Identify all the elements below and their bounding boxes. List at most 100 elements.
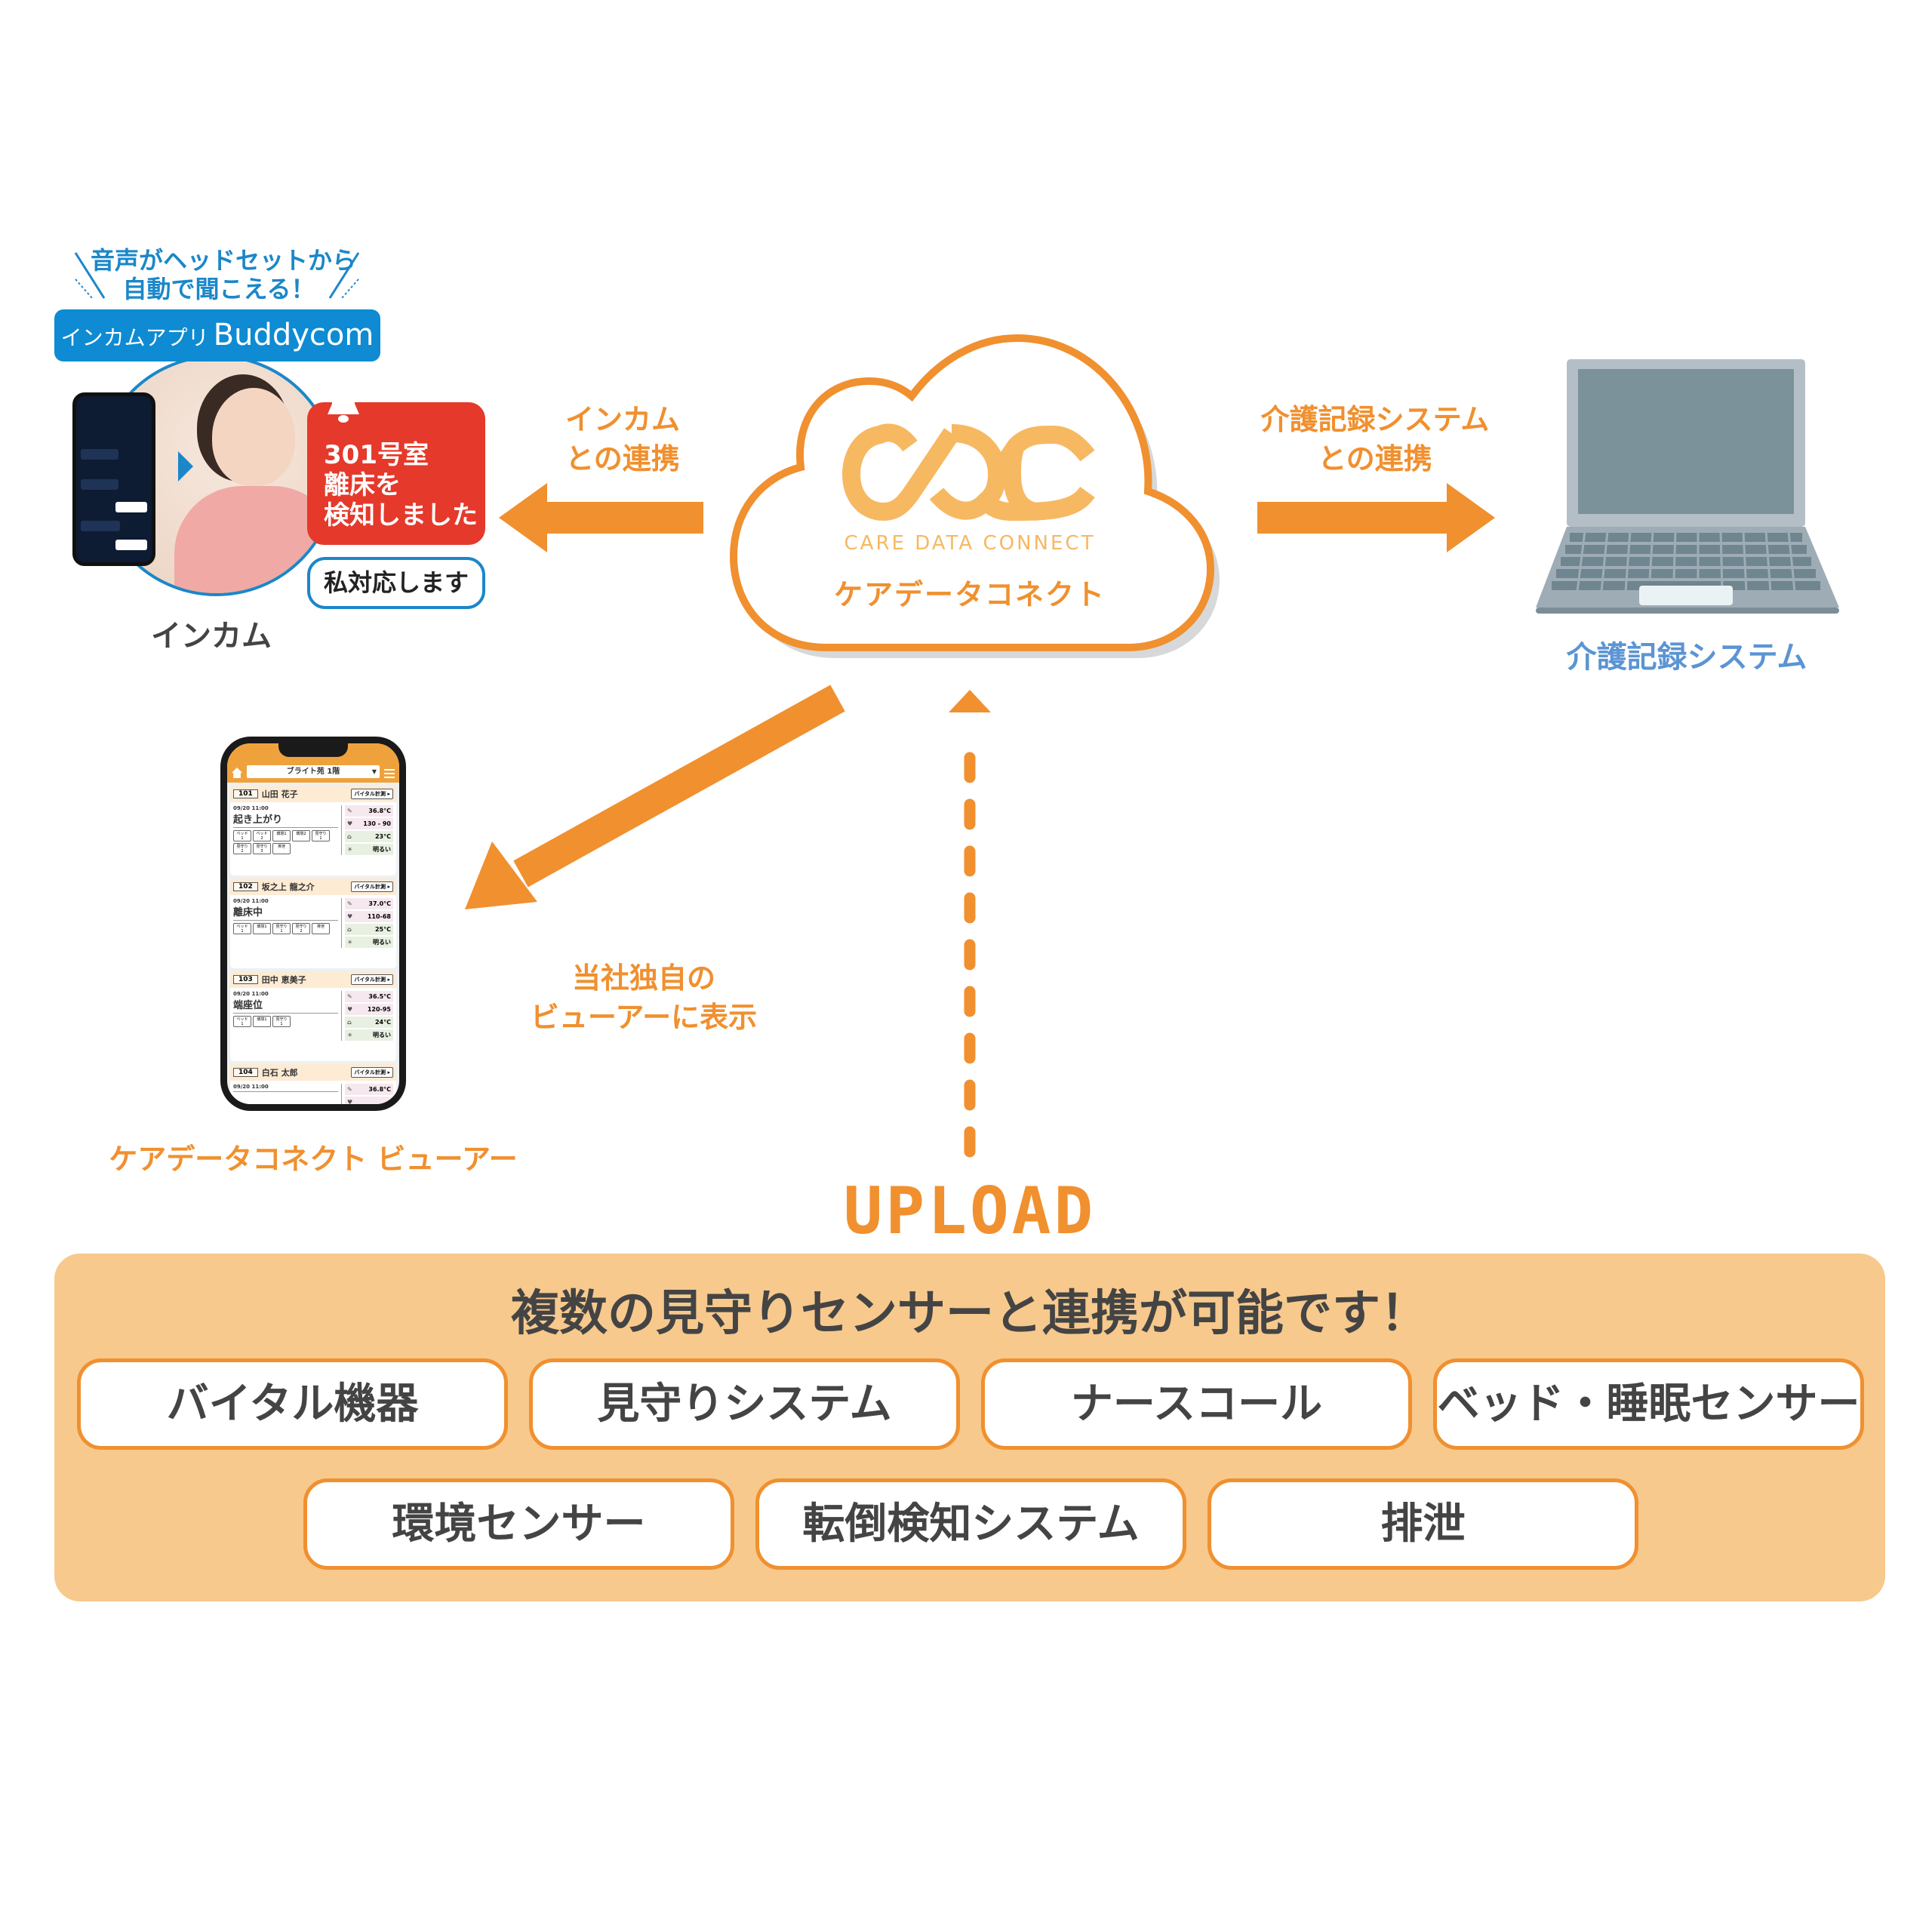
room-number: 101 [233, 789, 258, 798]
vital-measure-button[interactable]: バイタル計測 ▸ [351, 1067, 393, 1078]
light-level: 明るい [373, 939, 391, 946]
heart-icon: ♥ [347, 1006, 353, 1013]
play-triangle-icon [178, 451, 193, 481]
alert-line-1: 301号室 [324, 440, 429, 470]
resident-card[interactable]: 104 白石 太郎 バイタル計測 ▸ 09/20 11:00 ✎36.8°C ♥… [230, 1064, 396, 1104]
sensor-tag: ベッド1 [233, 923, 251, 934]
intercom-label: インカム [151, 619, 272, 654]
vital-measure-button[interactable]: バイタル計測 ▸ [351, 974, 393, 985]
resident-name: 山田 花子 [261, 789, 298, 799]
vital-measure-button[interactable]: バイタル計測 ▸ [351, 881, 393, 892]
light-row: ☀ 明るい [345, 1029, 393, 1041]
records-link-line-2: との連携 [1318, 442, 1432, 475]
cdc-logo-icon [841, 423, 1095, 521]
sensor-tag: 見守り2 [233, 843, 251, 854]
sensor-tag: 環境1 [253, 1016, 271, 1027]
blood-pressure-row: ♥120-95 [345, 1004, 393, 1015]
blood-pressure: 110-68 [367, 913, 391, 920]
intercom-link-label: インカム との連携 [513, 400, 732, 478]
resident-card[interactable]: 101 山田 花子 バイタル計測 ▸ 09/20 11:00 起き上がり ベッド… [230, 786, 396, 875]
thermometer-icon: ✎ [347, 808, 352, 814]
resident-card[interactable]: 103 田中 恵美子 バイタル計測 ▸ 09/20 11:00 端座位 ベッド1… [230, 971, 396, 1061]
resident-name: 田中 恵美子 [261, 975, 306, 985]
upload-label: UPLOAD [843, 1174, 1097, 1249]
sensor-vital: バイタル機器 [77, 1358, 508, 1450]
vitals-column: ✎37.0°C ♥110-68 ⌂25°C ☀明るい [342, 898, 393, 948]
blood-pressure-row: ♥110-68 [345, 911, 393, 922]
arrow-to-intercom [499, 483, 703, 552]
vital-measure-button[interactable]: バイタル計測 ▸ [351, 789, 393, 799]
sensors-panel: 複数の見守りセンサーと連携が可能です！ バイタル機器 見守りシステム ナースコー… [54, 1254, 1885, 1601]
body-temp: 37.0°C [368, 900, 391, 907]
light-row: ☀ 明るい [345, 937, 393, 948]
tagline-line-2: 自動で聞こえる！ [122, 275, 315, 303]
room-temp-row: ⌂23°C [345, 831, 393, 842]
vitals-column: ✎ 36.5°C ♥120-95 ⌂ 24°C ☀ 明るい [342, 991, 393, 1041]
sensor-tag: 環境1 [253, 923, 271, 934]
room-number: 103 [233, 975, 258, 984]
sensor-tag: 排泄 [312, 923, 330, 934]
house-icon: ⌂ [347, 926, 352, 933]
resident-name: 坂之上 龍之介 [261, 882, 315, 892]
status-time: 09/20 11:00 [233, 805, 269, 811]
blood-pressure-row: ♥ [345, 1097, 393, 1104]
nurse-head [212, 388, 295, 486]
room-temp-row: ⌂ 24°C [345, 1017, 393, 1028]
resident-list: 101 山田 花子 バイタル計測 ▸ 09/20 11:00 起き上がり ベッド… [227, 786, 399, 1104]
viewer-link-label: 当社独自の ビューアーに表示 [508, 958, 780, 1037]
status-time: 09/20 11:00 [233, 991, 269, 997]
thermometer-icon: ✎ [347, 993, 352, 1000]
sun-icon: ☀ [347, 846, 353, 853]
intercom-link-line-2: との連携 [565, 442, 680, 475]
blood-pressure: 130 - 90 [363, 820, 391, 827]
sensor-tag: 見守り1 [272, 923, 291, 934]
tagline-line-1: 音声がヘッドセットから [91, 246, 357, 275]
buddycom-phone-icon [72, 392, 155, 566]
records-link-label: 介護記録システム との連携 [1239, 400, 1511, 478]
resident-card[interactable]: 102 坂之上 龍之介 バイタル計測 ▸ 09/20 11:00 離床中 ベッド… [230, 878, 396, 968]
body-temp-row: ✎37.0°C [345, 898, 393, 909]
sensor-tag: ベッド1 [233, 1016, 251, 1027]
house-icon: ⌂ [347, 1019, 352, 1026]
cloud-logo-jp: ケアデータコネクト [833, 578, 1106, 611]
sensor-monitoring: 見守りシステム [529, 1358, 960, 1450]
body-temp: 36.8°C [368, 808, 391, 814]
vitals-column: ✎36.8°C ♥ ⌂ ☀ [342, 1084, 393, 1104]
sensor-tag: 排泄 [272, 843, 291, 854]
sun-icon: ☀ [347, 939, 353, 946]
upload-arrow [949, 690, 991, 1158]
sensor-tag: 環境1 [272, 830, 291, 841]
sensor-tag: 見守り1 [312, 830, 330, 841]
app-name: Buddycom [213, 318, 374, 352]
menu-icon[interactable] [384, 769, 395, 778]
sun-icon: ☀ [347, 1032, 353, 1038]
body-temp-row: ✎ 36.8°C [345, 805, 393, 817]
alert-line-2: 離床を [324, 470, 401, 500]
body-temp-row: ✎ 36.5°C [345, 991, 393, 1002]
bell-icon [328, 383, 359, 423]
viewer-link-line-2: ビューアーに表示 [530, 1001, 758, 1034]
alert-line-3: 検知しました [324, 500, 478, 531]
facility-select[interactable]: ブライト苑 1階 [247, 765, 380, 778]
viewer-phone: ブライト苑 1階 101 山田 花子 バイタル計測 ▸ 09/20 11:00 … [220, 737, 406, 1111]
sensor-tag: ベッド1 [233, 830, 251, 841]
sensor-nurse-call: ナースコール [981, 1358, 1412, 1450]
light-level: 明るい [373, 1032, 391, 1038]
status-text: 離床中 [233, 904, 338, 921]
viewer-label: ケアデータコネクト ビューアー [109, 1143, 518, 1176]
arrow-to-viewer [465, 685, 845, 909]
room-temp: 24°C [374, 1019, 391, 1026]
alert-bubble: 301号室 離床を 検知しました [307, 402, 485, 545]
body-temp: 36.5°C [368, 993, 391, 1000]
room-number: 104 [233, 1068, 258, 1077]
viewer-link-line-1: 当社独自の [571, 961, 715, 995]
body-temp-row: ✎36.8°C [345, 1084, 393, 1095]
sensor-bed-sleep: ベッド・睡眠センサー [1433, 1358, 1864, 1450]
home-icon[interactable] [232, 768, 242, 778]
laptop-icon [1536, 359, 1839, 614]
